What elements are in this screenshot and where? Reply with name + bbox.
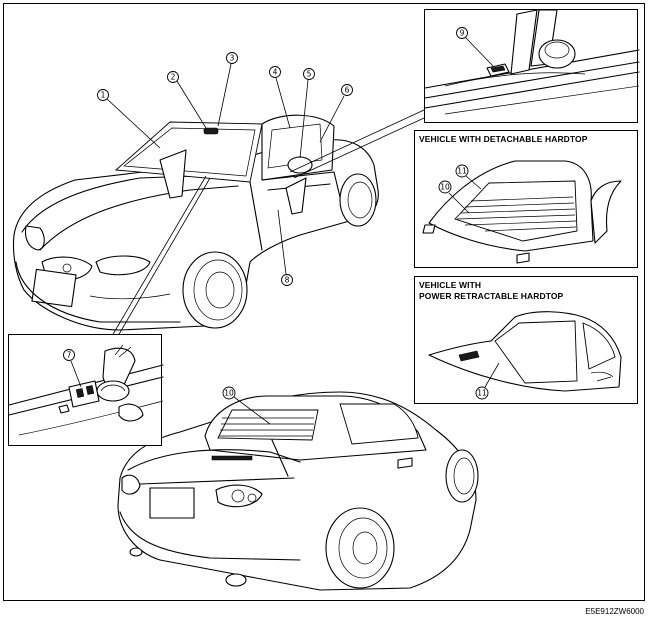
callout-11-power: 11 — [475, 362, 500, 400]
callout-8: 8 — [277, 209, 293, 286]
power-retractable-drawing: 11 — [428, 311, 622, 400]
front-car-illustration — [12, 114, 379, 331]
svg-text:3: 3 — [230, 54, 235, 63]
door-switch-drawing: 9 — [424, 9, 640, 115]
callout-7: 7 — [63, 349, 82, 388]
callout-3: 3 — [217, 52, 238, 127]
svg-text:11: 11 — [457, 167, 467, 176]
power-retractable-title-line1: VEHICLE WITH — [419, 280, 482, 290]
callout-11-detachable: 11 — [455, 164, 482, 190]
diagram-frame — [3, 3, 645, 601]
inset-power-retractable-hardtop: VEHICLE WITH POWER RETRACTABLE HARDTOP 1… — [414, 276, 638, 404]
svg-text:10: 10 — [440, 183, 450, 192]
callout-9: 9 — [456, 27, 494, 67]
callout-5: 5 — [299, 68, 315, 159]
detachable-hardtop-title: VEHICLE WITH DETACHABLE HARDTOP — [419, 134, 588, 144]
svg-text:5: 5 — [307, 70, 312, 79]
leader-to-door-inset — [289, 109, 425, 173]
svg-text:8: 8 — [285, 276, 290, 285]
rear-car-illustration — [117, 391, 479, 591]
callout-1: 1 — [97, 89, 161, 149]
callout-10-detachable: 10 — [438, 180, 470, 214]
svg-text:9: 9 — [460, 29, 465, 38]
power-retractable-title: VEHICLE WITH POWER RETRACTABLE HARDTOP — [419, 280, 563, 302]
detachable-hardtop-drawing: 10 11 — [422, 160, 622, 264]
svg-text:1: 1 — [101, 91, 106, 100]
svg-text:4: 4 — [273, 68, 278, 77]
leader-to-console-inset-b — [111, 175, 207, 337]
callout-4: 4 — [269, 66, 291, 129]
leader-to-console-inset — [117, 177, 211, 337]
svg-text:6: 6 — [345, 86, 350, 95]
inset-detachable-hardtop: VEHICLE WITH DETACHABLE HARDTOP 10 11 — [414, 130, 638, 268]
callout-2: 2 — [167, 71, 207, 129]
console-switch-drawing: 7 — [8, 344, 164, 436]
callout-6: 6 — [319, 84, 353, 143]
inset-console-switch: 7 — [8, 334, 164, 446]
figure-code: E5E912ZW6000 — [585, 607, 644, 616]
svg-text:7: 7 — [67, 351, 72, 360]
callout-10-rear: 10 — [222, 386, 271, 425]
leader-to-door-inset-b — [293, 117, 425, 179]
inset-door-switch: 9 — [424, 9, 640, 123]
svg-text:11: 11 — [477, 389, 487, 398]
svg-text:10: 10 — [224, 389, 234, 398]
power-retractable-title-line2: POWER RETRACTABLE HARDTOP — [419, 291, 564, 301]
svg-text:2: 2 — [171, 73, 176, 82]
